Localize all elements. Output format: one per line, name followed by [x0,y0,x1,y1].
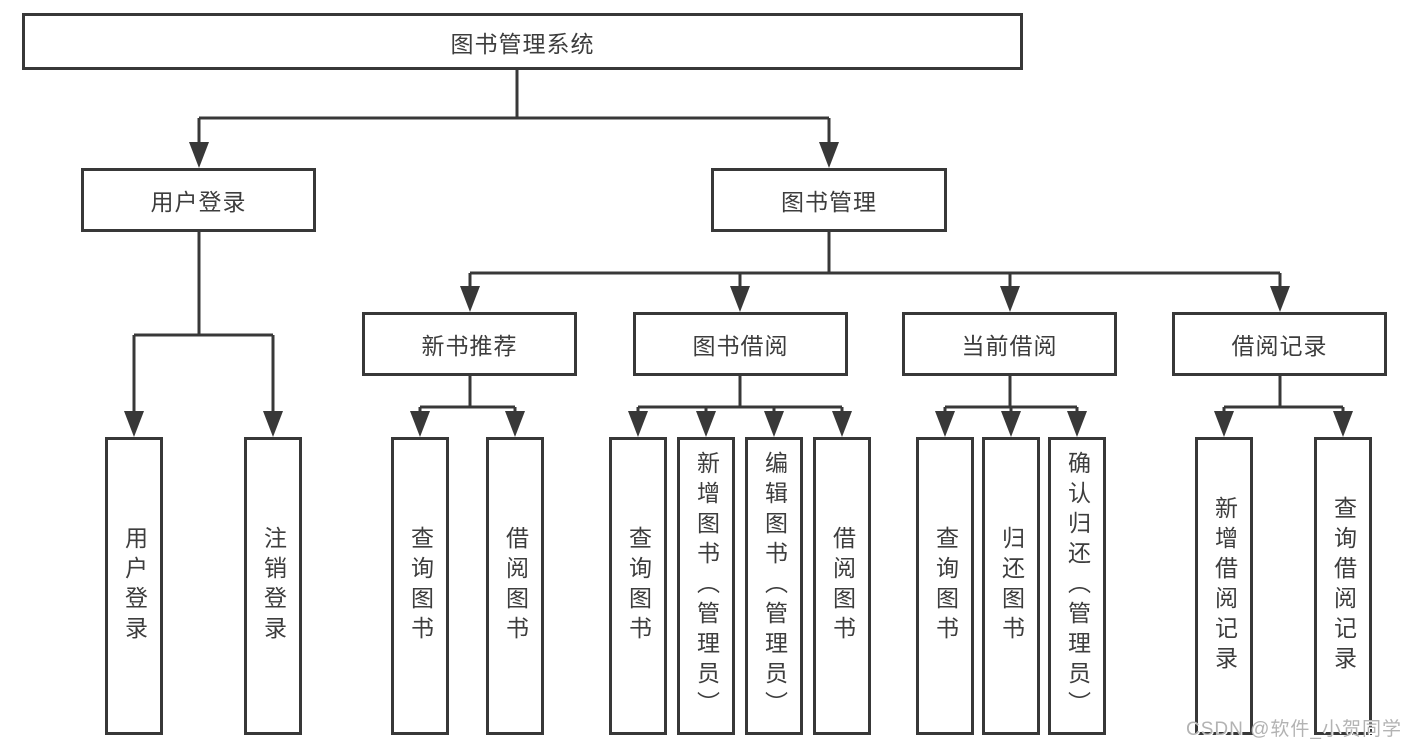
node-root-label: 图书管理系统 [450,30,595,57]
leaf-current-query-books: 查询图书 [916,437,974,735]
node-user-login: 用户登录 [81,168,316,232]
leaf-query-borrow-record: 查询借阅记录 [1314,437,1372,735]
node-root: 图书管理系统 [22,13,1023,70]
leaf-recommend-query-books: 查询图书 [391,437,449,735]
node-book-management: 图书管理 [711,168,947,232]
leaf-logout: 注销登录 [244,437,302,735]
node-book-management-label: 图书管理 [781,189,877,215]
node-book-borrow: 图书借阅 [633,312,848,376]
node-borrow-records-label: 借阅记录 [1231,333,1328,359]
leaf-add-book-admin: 新增图书（管理员） [677,437,735,735]
leaf-edit-book-admin: 编辑图书（管理员） [745,437,803,735]
node-current-borrow: 当前借阅 [902,312,1117,376]
leaf-borrow-books: 借阅图书 [813,437,871,735]
leaf-user-login: 用户登录 [105,437,163,735]
leaf-confirm-return-admin: 确认归还（管理员） [1048,437,1106,735]
node-new-book-recommend: 新书推荐 [362,312,577,376]
node-user-login-label: 用户登录 [150,189,247,215]
node-borrow-records: 借阅记录 [1172,312,1387,376]
leaf-add-borrow-record: 新增借阅记录 [1195,437,1253,735]
watermark: CSDN @软件_小贺同学 [1186,719,1402,740]
leaf-borrow-query-books: 查询图书 [609,437,667,735]
leaf-return-book: 归还图书 [982,437,1040,735]
node-book-borrow-label: 图书借阅 [692,333,789,359]
leaf-recommend-borrow-books: 借阅图书 [486,437,544,735]
node-new-book-recommend-label: 新书推荐 [421,333,518,359]
node-current-borrow-label: 当前借阅 [961,333,1058,359]
